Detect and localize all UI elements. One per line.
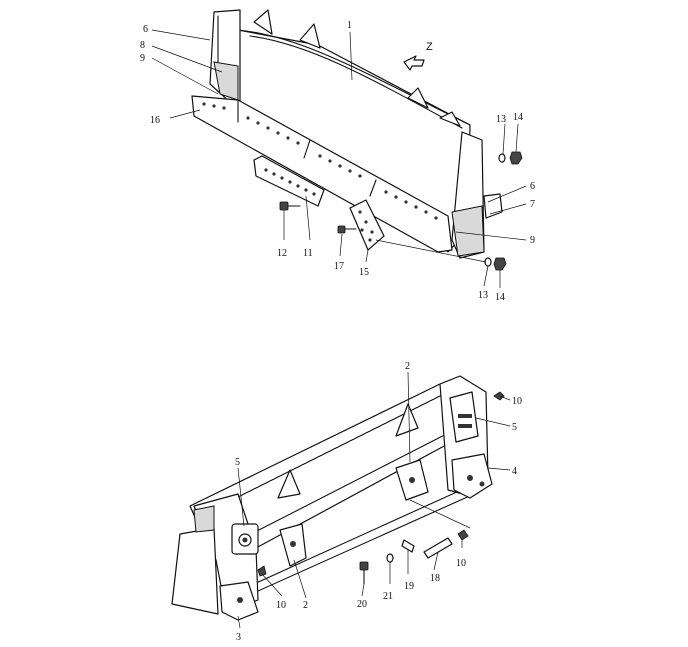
blade-top-rib (439, 111, 461, 127)
cutting-edge-segment-part (253, 155, 325, 207)
blade-top-rib (253, 9, 273, 35)
callout-18: 18 (430, 573, 440, 584)
push-frame-assembly (171, 375, 493, 621)
blade-assembly (191, 9, 503, 259)
callout-17: 17 (334, 261, 344, 272)
callout-11: 11 (303, 248, 313, 259)
lower-leader-lines (237, 371, 511, 629)
callout-21: 21 (383, 591, 393, 602)
callout-5b: 5 (512, 422, 517, 433)
callout-20: 20 (357, 599, 367, 610)
callout-19: 19 (404, 581, 414, 592)
blade-top-rib (407, 87, 429, 109)
upper-leader-lines (151, 29, 527, 288)
lower-fasteners (257, 391, 505, 585)
end-bit-plate-part (349, 199, 385, 251)
callout-12: 12 (277, 248, 287, 259)
blade-top-rib (299, 23, 321, 49)
callout-5: 5 (235, 457, 240, 468)
callout-6: 6 (143, 24, 148, 35)
frame-lower-rod (231, 485, 471, 595)
upper-fasteners (279, 151, 523, 271)
upper-callouts: 1 6 8 9 16 13 14 6 7 9 12 11 17 15 13 14 (140, 20, 535, 303)
callout-13b: 13 (478, 290, 488, 301)
callout-14: 14 (513, 112, 523, 123)
view-arrow-label: Z (426, 41, 433, 53)
callout-16: 16 (150, 115, 160, 126)
callout-14b: 14 (495, 292, 505, 303)
callout-8: 8 (140, 40, 145, 51)
callout-2b: 2 (303, 600, 308, 611)
lower-callouts: 2 10 5 4 5 10 18 19 21 20 10 2 3 (235, 361, 522, 643)
callout-13: 13 (496, 114, 506, 125)
callout-10b: 10 (456, 558, 466, 569)
callout-10: 10 (512, 396, 522, 407)
callout-2: 2 (405, 361, 410, 372)
callout-9b: 9 (530, 235, 535, 246)
pin-part (423, 537, 453, 559)
frame-rib (395, 403, 419, 437)
small-pin-part (401, 539, 415, 553)
view-direction-arrow: Z (403, 41, 433, 71)
callout-6b: 6 (530, 181, 535, 192)
blade-right-corner-bit (451, 205, 485, 257)
callout-15: 15 (359, 267, 369, 278)
callout-10c: 10 (276, 600, 286, 611)
cutting-edge-bolt-holes (202, 102, 438, 220)
blade-left-corner-bit (213, 61, 239, 101)
frame-rib (277, 469, 301, 499)
callout-3: 3 (236, 632, 241, 643)
frame-left-skirt (171, 527, 219, 615)
callout-1: 1 (347, 20, 352, 31)
callout-4: 4 (512, 466, 517, 477)
callout-7: 7 (530, 199, 535, 210)
callout-9: 9 (140, 53, 145, 64)
